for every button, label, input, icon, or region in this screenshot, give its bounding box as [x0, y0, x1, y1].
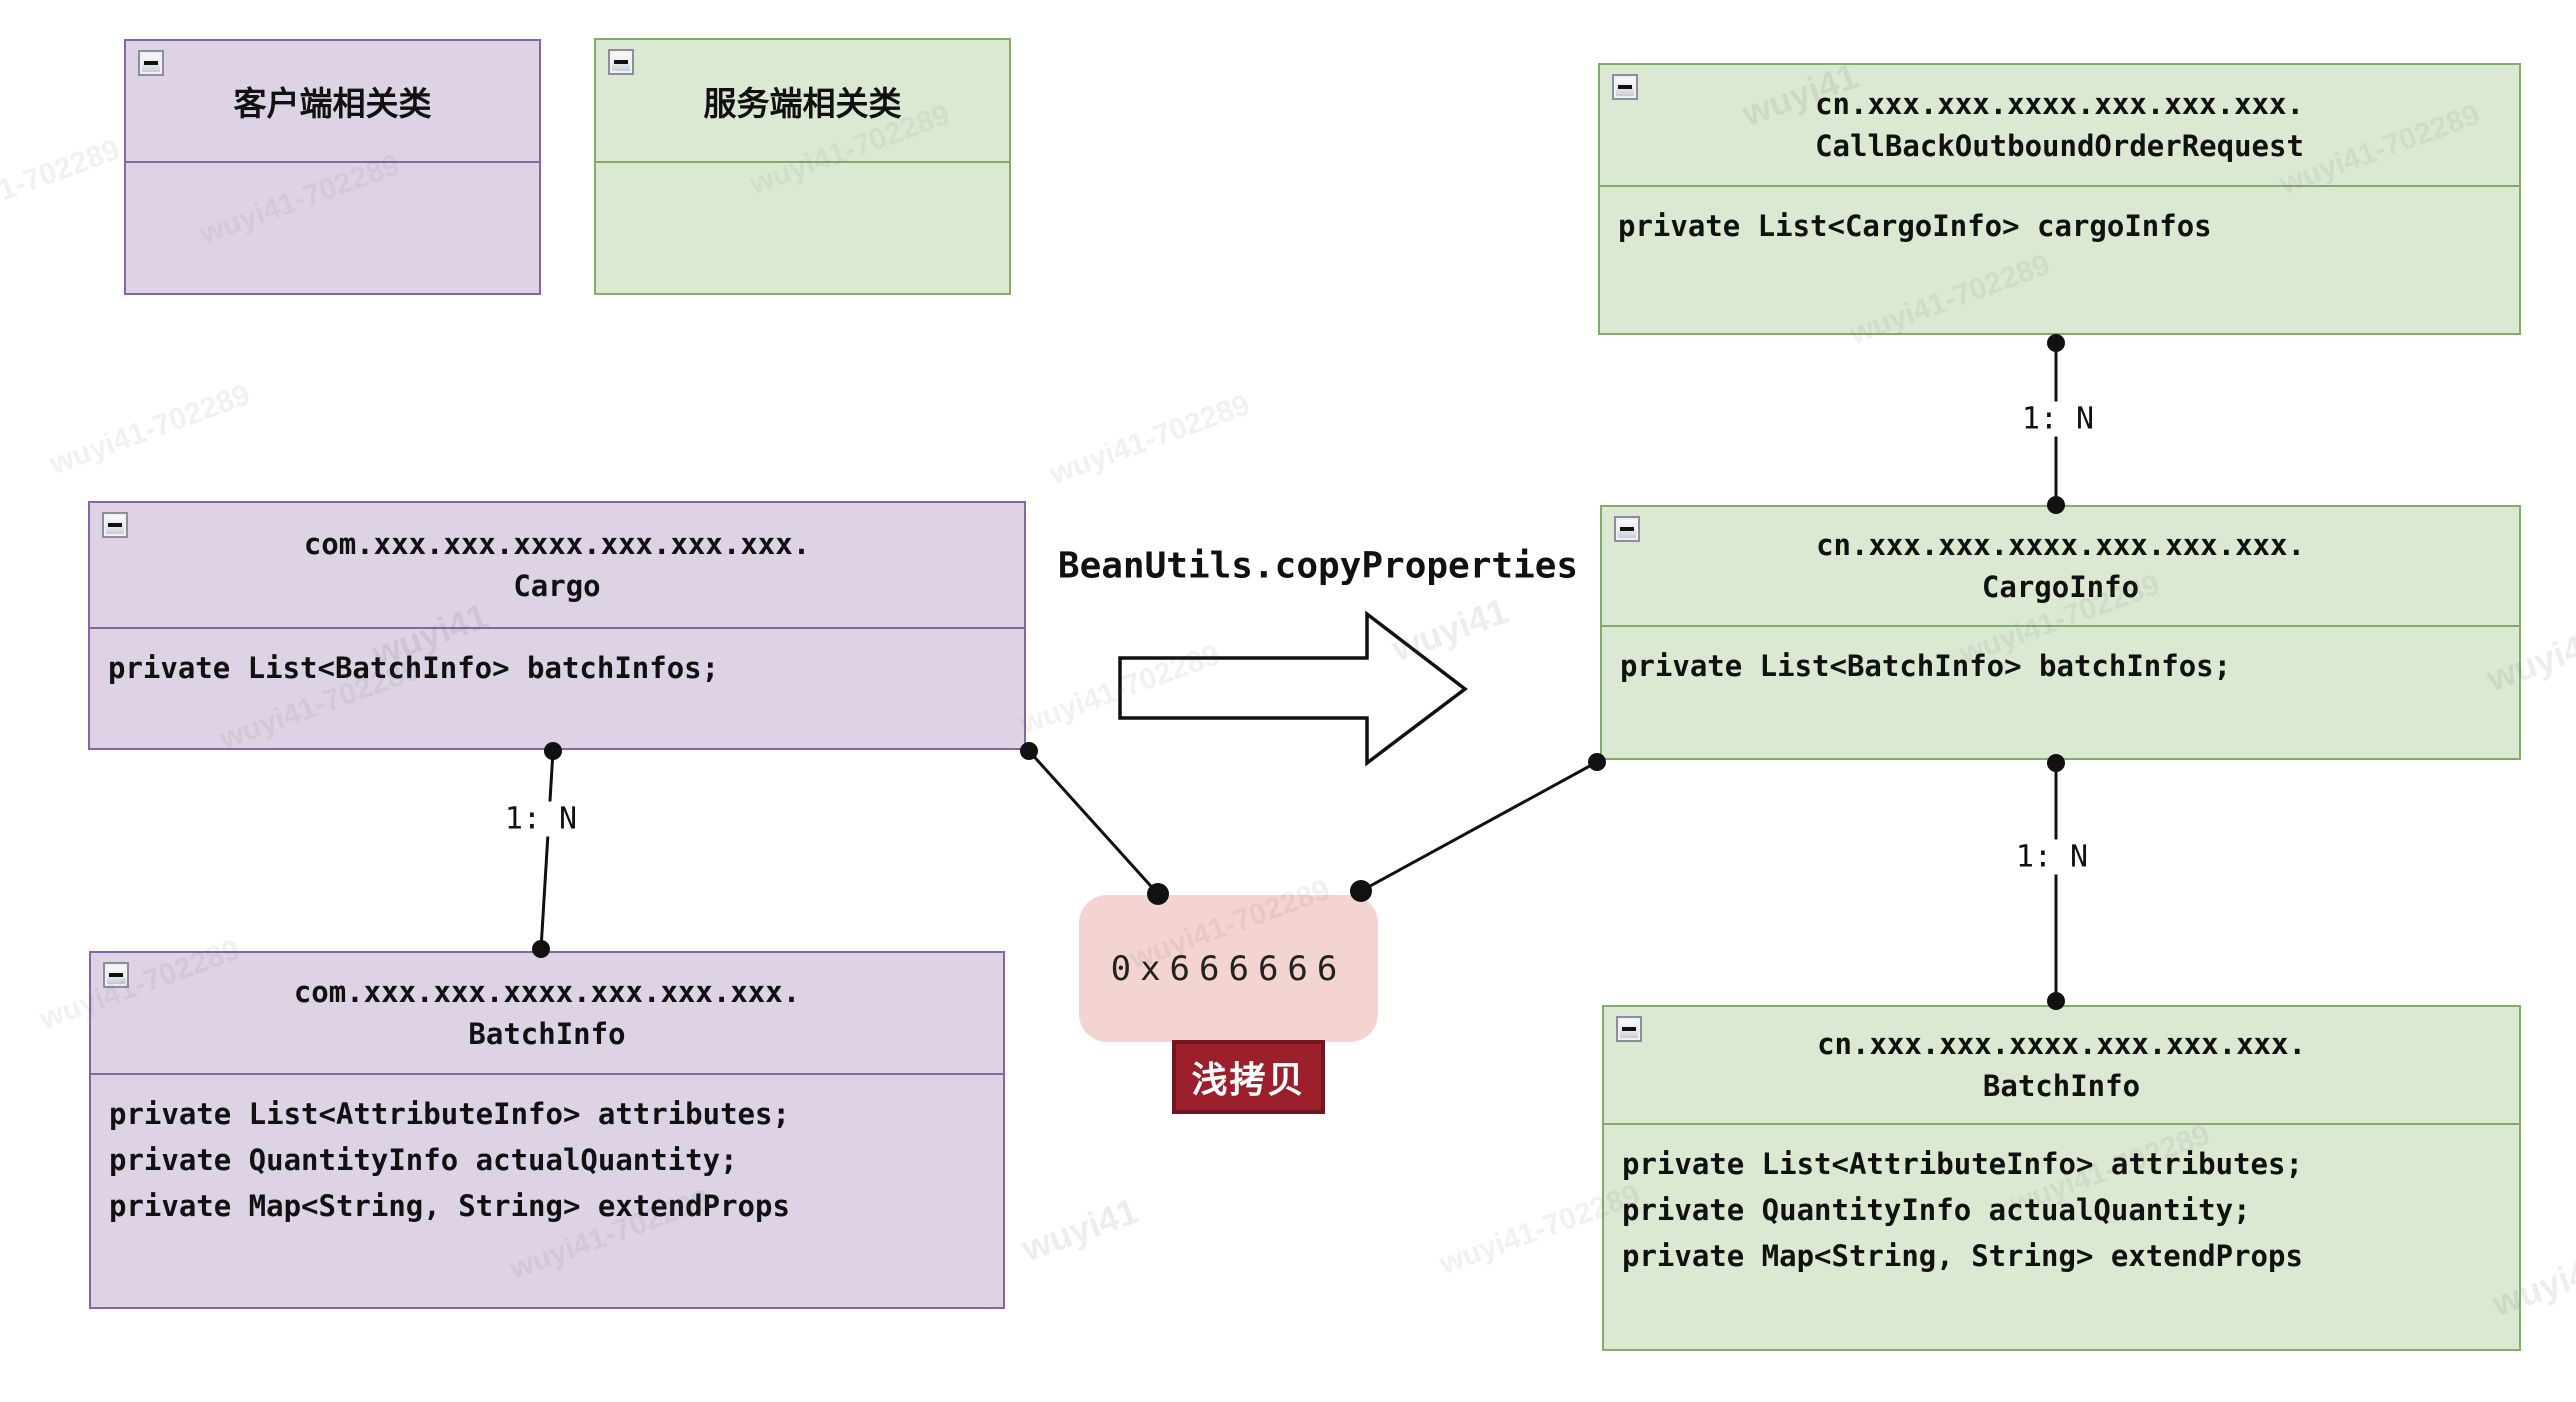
- class-field: private Map<String, String> extendProps: [109, 1189, 790, 1223]
- multiplicity-label-cargoinfo-batchinfo: 1: N: [2007, 839, 2097, 875]
- connector-cargo-batchinfo: [539, 750, 555, 950]
- watermark-text: wuyi41-702289: [1045, 388, 1255, 491]
- class-header: com.xxx.xxx.xxxx.xxx.xxx.xxx. BatchInfo: [91, 953, 1003, 1075]
- class-field: private Map<String, String> extendProps: [1622, 1239, 2303, 1273]
- minus-glyph: [1620, 527, 1634, 531]
- legend-server-body: [596, 163, 1009, 195]
- class-fields: private List<BatchInfo> batchInfos;: [1602, 627, 2519, 705]
- legend-server-title: 服务端相关类: [703, 84, 902, 122]
- watermark-text: wuyi41: [1016, 1189, 1144, 1270]
- watermark-text: wuyi41-702289: [1015, 638, 1225, 741]
- class-field: private List<AttributeInfo> attributes;: [109, 1097, 790, 1131]
- class-package: com.xxx.xxx.xxxx.xxx.xxx.xxx.: [293, 975, 801, 1009]
- connector-cargo-address: [1027, 749, 1160, 896]
- class-name: BatchInfo: [1982, 1069, 2141, 1103]
- memory-address-box[interactable]: 0x666666: [1079, 895, 1378, 1042]
- class-callback-outbound-order-request[interactable]: cn.xxx.xxx.xxxx.xxx.xxx.xxx. CallBackOut…: [1598, 63, 2521, 335]
- class-name: Cargo: [513, 569, 601, 603]
- class-field: private List<BatchInfo> batchInfos;: [1620, 649, 2232, 683]
- class-fields: private List<AttributeInfo> attributes; …: [91, 1075, 1003, 1245]
- class-field: private List<BatchInfo> batchInfos;: [108, 651, 720, 685]
- class-package: cn.xxx.xxx.xxxx.xxx.xxx.xxx.: [1816, 528, 2305, 562]
- legend-client-body: [126, 163, 539, 195]
- class-header: cn.xxx.xxx.xxxx.xxx.xxx.xxx. CallBackOut…: [1600, 65, 2519, 187]
- copy-direction-arrow: [1118, 610, 1468, 767]
- class-cargo[interactable]: com.xxx.xxx.xxxx.xxx.xxx.xxx. Cargo priv…: [88, 501, 1026, 750]
- class-name: BatchInfo: [468, 1017, 626, 1051]
- legend-client-box[interactable]: 客户端相关类: [124, 39, 541, 295]
- memory-address-text: 0x666666: [1110, 948, 1347, 989]
- class-cargo-info[interactable]: cn.xxx.xxx.xxxx.xxx.xxx.xxx. CargoInfo p…: [1600, 505, 2521, 760]
- watermark-text: wuyi41-702289: [0, 133, 125, 236]
- legend-client-header: 客户端相关类: [126, 41, 539, 163]
- class-batch-info-client[interactable]: com.xxx.xxx.xxxx.xxx.xxx.xxx. BatchInfo …: [89, 951, 1005, 1309]
- class-package: cn.xxx.xxx.xxxx.xxx.xxx.xxx.: [1815, 87, 2304, 121]
- multiplicity-label-callback-cargoinfo: 1: N: [2013, 401, 2103, 437]
- copy-properties-label: BeanUtils.copyProperties: [1057, 545, 1579, 587]
- minus-icon[interactable]: [103, 962, 129, 988]
- class-field: private List<CargoInfo> cargoInfos: [1618, 209, 2212, 243]
- watermark-text: wuyi41-702289: [45, 378, 255, 481]
- class-header: cn.xxx.xxx.xxxx.xxx.xxx.xxx. CargoInfo: [1602, 507, 2519, 627]
- minus-icon[interactable]: [1614, 516, 1640, 542]
- minus-glyph: [109, 973, 123, 977]
- class-header: cn.xxx.xxx.xxxx.xxx.xxx.xxx. BatchInfo: [1604, 1007, 2519, 1125]
- class-name: CallBackOutboundOrderRequest: [1815, 129, 2304, 163]
- class-field: private QuantityInfo actualQuantity;: [1622, 1193, 2251, 1227]
- minus-icon[interactable]: [1612, 74, 1638, 100]
- minus-icon[interactable]: [608, 49, 634, 75]
- multiplicity-label-cargo-batchinfo: 1: N: [496, 801, 586, 837]
- class-field: private List<AttributeInfo> attributes;: [1622, 1147, 2303, 1181]
- class-name: CargoInfo: [1981, 570, 2140, 604]
- legend-server-box[interactable]: 服务端相关类: [594, 38, 1011, 295]
- class-fields: private List<BatchInfo> batchInfos;: [90, 629, 1024, 707]
- class-fields: private List<CargoInfo> cargoInfos: [1600, 187, 2519, 265]
- legend-server-header: 服务端相关类: [596, 40, 1009, 163]
- minus-icon[interactable]: [102, 512, 128, 538]
- watermark-text: wuyi41: [1386, 589, 1514, 670]
- connector-dot: [2047, 334, 2065, 352]
- shallow-copy-tag[interactable]: 浅拷贝: [1172, 1040, 1325, 1114]
- minus-glyph: [1618, 85, 1632, 89]
- class-field: private QuantityInfo actualQuantity;: [109, 1143, 738, 1177]
- legend-client-title: 客户端相关类: [233, 85, 432, 122]
- class-package: cn.xxx.xxx.xxxx.xxx.xxx.xxx.: [1817, 1027, 2306, 1061]
- shallow-copy-label: 浅拷贝: [1191, 1059, 1306, 1100]
- class-header: com.xxx.xxx.xxxx.xxx.xxx.xxx. Cargo: [90, 503, 1024, 629]
- minus-glyph: [614, 60, 628, 64]
- minus-glyph: [108, 523, 122, 527]
- class-batch-info-server[interactable]: cn.xxx.xxx.xxxx.xxx.xxx.xxx. BatchInfo p…: [1602, 1005, 2521, 1351]
- class-fields: private List<AttributeInfo> attributes; …: [1604, 1125, 2519, 1295]
- minus-glyph: [144, 61, 158, 65]
- connector-cargoinfo-address: [1360, 760, 1598, 893]
- minus-icon[interactable]: [1616, 1016, 1642, 1042]
- minus-glyph: [1622, 1027, 1636, 1031]
- class-package: com.xxx.xxx.xxxx.xxx.xxx.xxx.: [303, 527, 811, 561]
- minus-icon[interactable]: [138, 50, 164, 76]
